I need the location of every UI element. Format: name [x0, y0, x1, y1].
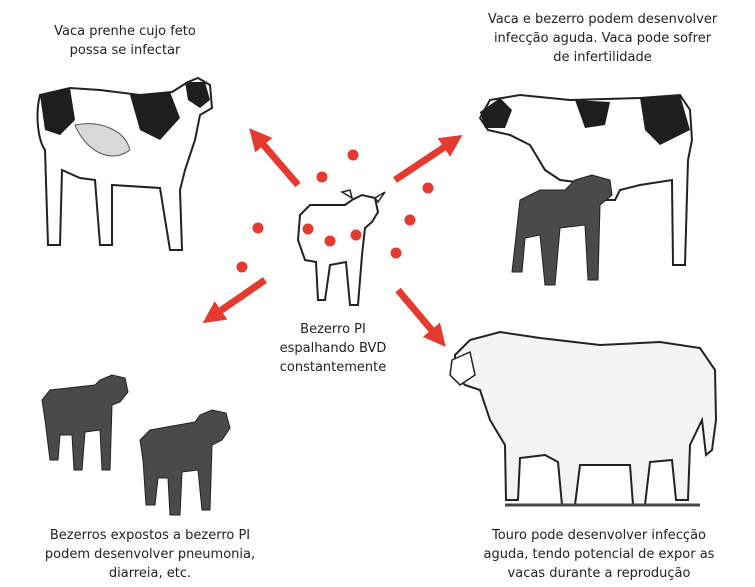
arrow-to-bull — [395, 287, 446, 347]
bull-illustration — [449, 330, 718, 507]
virus-dot — [350, 229, 362, 241]
cow-and-calf-illustration — [478, 93, 694, 286]
caption-line: infecção aguda. Vaca pode sofrer — [493, 31, 712, 46]
virus-dot — [347, 149, 359, 161]
virus-dot — [236, 261, 248, 273]
caption-line: Vaca prenhe cujo feto — [54, 24, 196, 39]
caption-line: constantemente — [279, 360, 387, 375]
pi-calf-illustration — [296, 189, 386, 306]
caption-line: de infertilidade — [553, 50, 652, 65]
arrows — [202, 128, 463, 347]
caption-cow-and-calf: Vaca e bezerro podem desenvolver infecçã… — [455, 10, 750, 67]
virus-dot — [316, 171, 328, 183]
virus-dot — [422, 182, 434, 194]
caption-line: espalhando BVD — [279, 341, 387, 356]
arrow-to-pregnant-cow — [249, 128, 301, 188]
virus-dot — [324, 235, 336, 247]
virus-dot — [404, 214, 416, 226]
caption-line: vacas durante a reprodução — [507, 566, 691, 581]
exposed-calves-illustration — [41, 374, 231, 516]
caption-line: Vaca e bezerro podem desenvolver — [487, 12, 718, 27]
caption-line: aguda, tendo potencial de expor as — [483, 547, 715, 562]
caption-line: podem desenvolver pneumonia, — [44, 547, 256, 562]
pregnant-cow-illustration — [36, 76, 214, 251]
arrow-to-exposed-calves — [202, 277, 267, 324]
caption-exposed-calves: Bezerros expostos a bezerro PI podem des… — [5, 526, 295, 583]
caption-line: diarreia, etc. — [108, 566, 192, 581]
virus-dot — [390, 247, 402, 259]
caption-bull: Touro pode desenvolver infecção aguda, t… — [448, 526, 750, 583]
caption-line: Bezerro PI — [300, 322, 366, 337]
virus-particles — [236, 149, 434, 273]
caption-line: Touro pode desenvolver infecção — [492, 528, 706, 543]
arrow-to-cow-and-calf — [393, 135, 463, 183]
virus-dot — [302, 223, 314, 235]
caption-pregnant-cow: Vaca prenhe cujo feto possa se infectar — [20, 22, 230, 60]
caption-line: possa se infectar — [69, 43, 181, 58]
caption-pi-calf: Bezerro PI espalhando BVD constantemente — [258, 320, 408, 377]
caption-line: Bezerros expostos a bezerro PI — [49, 528, 251, 543]
virus-dot — [252, 222, 264, 234]
